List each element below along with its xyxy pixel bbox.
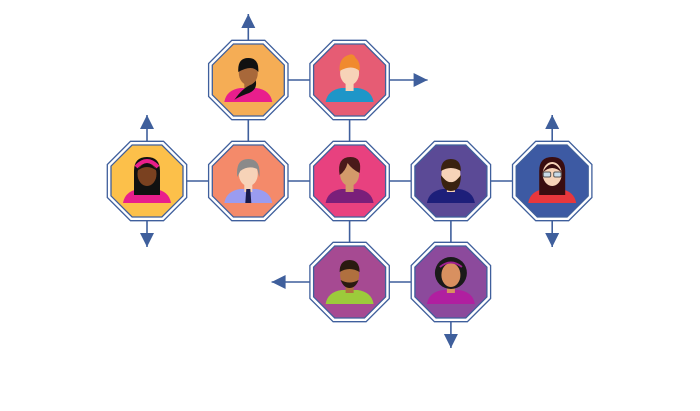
neck xyxy=(345,183,354,192)
node-man-beard xyxy=(410,140,492,222)
node-woman-headband xyxy=(106,140,188,222)
hair xyxy=(237,159,260,177)
arrow-head xyxy=(241,14,256,28)
headband xyxy=(439,261,463,268)
hair xyxy=(238,58,259,72)
tie xyxy=(245,189,252,203)
node-man-redhead xyxy=(309,39,390,121)
avatar-woman-headband-icon xyxy=(123,157,171,203)
glasses-left xyxy=(542,171,552,178)
arrow-head xyxy=(140,115,154,129)
shirt xyxy=(426,290,475,304)
hair xyxy=(137,163,157,171)
node-man-green-shirt xyxy=(309,241,390,323)
beard xyxy=(440,175,461,191)
neck xyxy=(244,183,253,192)
node-woman-curly xyxy=(410,241,492,323)
shirt xyxy=(325,290,374,304)
hair xyxy=(339,260,360,272)
avatar-woman-ponytail-icon xyxy=(224,58,273,102)
neck xyxy=(345,82,354,91)
headband xyxy=(134,159,160,169)
avatar-man-grey-tie-icon xyxy=(224,159,273,203)
hair xyxy=(440,159,461,171)
face xyxy=(137,162,157,186)
beard xyxy=(340,280,359,288)
shirt xyxy=(426,189,475,203)
glasses-right xyxy=(553,171,562,178)
arrow-head xyxy=(443,334,458,348)
avatar-man-green-shirt-icon xyxy=(325,260,374,304)
hair xyxy=(542,164,563,173)
ponytail xyxy=(234,76,257,100)
arrow-head xyxy=(413,73,428,87)
arrow-head xyxy=(271,275,286,289)
arrow-head xyxy=(140,233,154,247)
avatar-man-redhead-icon xyxy=(325,54,374,102)
avatar-woman-glasses-icon xyxy=(528,157,577,203)
arrow-head xyxy=(545,115,560,129)
nodes xyxy=(106,39,593,323)
node-woman-glasses xyxy=(511,140,593,222)
node-woman-ponytail xyxy=(207,39,289,121)
neck xyxy=(345,284,354,293)
node-man-grey-tie xyxy=(207,140,289,222)
shirt xyxy=(325,189,374,203)
face xyxy=(441,263,461,287)
avatar-woman-curly-icon xyxy=(426,257,475,304)
node-woman-short-hair xyxy=(309,140,390,222)
avatar-woman-short-hair-icon xyxy=(325,157,374,203)
arrow-head xyxy=(545,233,560,247)
avatar-man-beard-icon xyxy=(426,159,475,203)
hair xyxy=(339,54,360,71)
shirt xyxy=(325,88,374,102)
hair xyxy=(339,157,361,175)
